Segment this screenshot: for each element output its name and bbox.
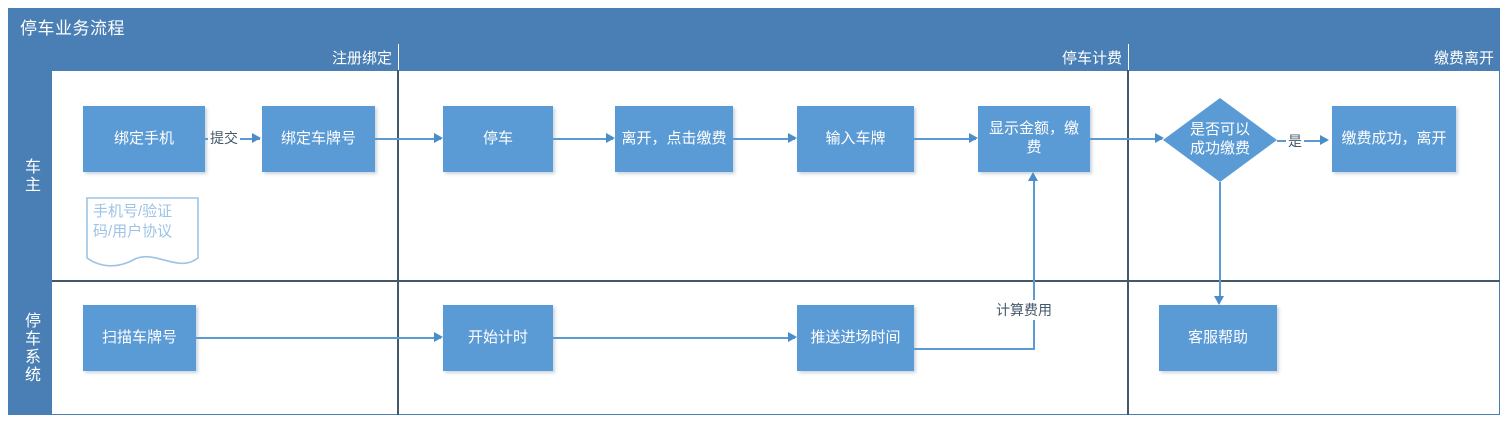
node-decision-payment[interactable]: 是否可以 成功缴费	[1163, 98, 1277, 182]
phase-label-registration: 注册绑定	[331, 49, 392, 67]
connector-leave-pay-to-input-plate	[733, 138, 795, 140]
node-label-customer-service: 客服帮助	[1187, 328, 1248, 346]
edge-label-submit: 提交	[208, 128, 240, 148]
edge-label-yes: 是	[1286, 131, 1304, 151]
diagram-title-bar: 停车业务流程	[8, 8, 1500, 44]
connector-start-timing-to-push-entry	[553, 337, 795, 339]
node-label-push-entry-time: 推送进场时间	[810, 328, 901, 346]
connector-park-to-leave-pay	[553, 138, 613, 140]
node-scan-plate[interactable]: 扫描车牌号	[83, 305, 196, 371]
node-bind-plate[interactable]: 绑定车牌号	[262, 106, 375, 172]
phase-divider-1	[397, 70, 399, 415]
arrow-to-leave-pay	[606, 133, 615, 143]
lane-divider	[52, 280, 1500, 282]
connector-show-amount-to-decision	[1090, 138, 1162, 140]
phase-header-registration: 注册绑定	[8, 44, 399, 70]
connector-input-plate-to-show-amount	[914, 138, 976, 140]
arrow-to-pay-success	[1320, 135, 1329, 145]
phase-header-band	[8, 44, 1500, 70]
lane-header-car-owner: 车主	[8, 70, 52, 281]
phase-label-payment-exit: 缴费离开	[1433, 49, 1494, 67]
node-label-show-amount: 显示金额，缴费	[988, 120, 1079, 156]
node-pay-success[interactable]: 缴费成功，离开	[1332, 106, 1456, 172]
diamond-shape	[1163, 98, 1277, 182]
lane-label-car-owner: 车主	[22, 157, 39, 194]
arrow-calc-fee-to-show-amount	[1028, 172, 1038, 181]
node-label-decision-payment: 是否可以 成功缴费	[1190, 121, 1250, 159]
note-line-2: 码/用户协议	[93, 222, 173, 240]
connector-bind-plate-to-park	[375, 138, 441, 140]
node-label-bind-plate: 绑定车牌号	[280, 129, 356, 147]
phase-header-billing: 停车计费	[399, 44, 1129, 70]
connector-calc-fee-vertical	[1033, 181, 1035, 349]
connector-scan-plate-to-start-timing	[196, 337, 441, 339]
note-line-1: 手机号/验证	[93, 203, 173, 220]
arrow-to-show-amount	[969, 133, 978, 143]
decision-line-1: 是否可以	[1189, 121, 1250, 139]
note-registration-inputs: 手机号/验证 码/用户协议	[85, 196, 200, 272]
node-push-entry-time[interactable]: 推送进场时间	[797, 305, 914, 371]
node-label-start-timing: 开始计时	[467, 328, 528, 346]
arrow-to-input-plate	[788, 133, 797, 143]
node-label-park: 停车	[482, 129, 513, 147]
connector-calc-fee-horizontal	[914, 348, 1035, 350]
phase-header-payment-exit: 缴费离开	[1129, 44, 1500, 70]
arrow-to-customer-service	[1214, 296, 1224, 305]
node-label-leave-and-pay: 离开，点击缴费	[621, 129, 727, 147]
phase-divider-2	[1127, 70, 1129, 415]
lane-header-parking-system: 停车系统	[8, 281, 52, 415]
arrow-to-bind-plate	[252, 133, 261, 143]
document-shape	[86, 197, 199, 267]
diagram-title: 停车业务流程	[20, 18, 125, 38]
phase-label-billing: 停车计费	[1061, 49, 1122, 67]
node-bind-phone[interactable]: 绑定手机	[83, 106, 205, 172]
note-text: 手机号/验证 码/用户协议	[93, 202, 193, 241]
node-label-bind-phone: 绑定手机	[113, 129, 174, 147]
node-label-input-plate: 输入车牌	[825, 129, 886, 147]
node-leave-and-pay[interactable]: 离开，点击缴费	[615, 106, 733, 172]
node-input-plate[interactable]: 输入车牌	[797, 106, 914, 172]
arrow-to-decision	[1155, 133, 1164, 143]
node-label-pay-success: 缴费成功，离开	[1341, 129, 1447, 147]
decision-line-2: 成功缴费	[1189, 140, 1250, 157]
node-label-scan-plate: 扫描车牌号	[101, 328, 177, 346]
arrow-to-park	[434, 133, 443, 143]
node-customer-service[interactable]: 客服帮助	[1159, 305, 1277, 371]
arrow-to-start-timing	[434, 332, 443, 342]
node-show-amount[interactable]: 显示金额，缴费	[978, 106, 1090, 172]
node-start-timing[interactable]: 开始计时	[443, 305, 553, 371]
arrow-to-push-entry	[788, 332, 797, 342]
node-park[interactable]: 停车	[443, 106, 553, 172]
lane-label-parking-system: 停车系统	[22, 312, 39, 384]
connector-decision-to-customer-service	[1219, 182, 1221, 297]
edge-label-calc-fee: 计算费用	[994, 300, 1054, 320]
